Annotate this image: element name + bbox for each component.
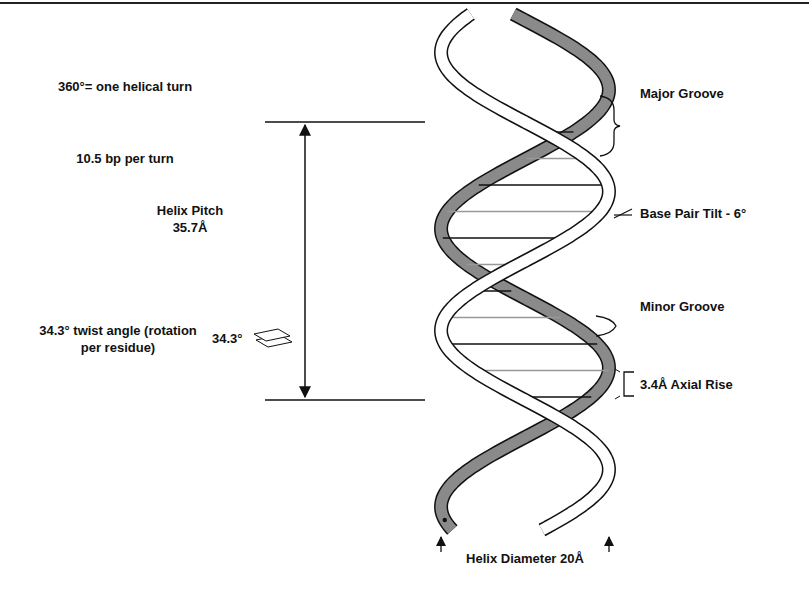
base-pair <box>447 211 600 212</box>
base-pair <box>445 317 561 318</box>
turn-note: 10.5 bp per turn <box>40 150 210 167</box>
angle-label: 34.3° <box>212 330 243 347</box>
base-pair <box>479 184 608 185</box>
reference-line <box>265 121 425 122</box>
twist-note: 34.3° twist angle (rotation per residue) <box>28 322 208 356</box>
double-helix <box>441 14 609 530</box>
turn-note: 360°= one helical turn <box>40 78 210 95</box>
top-rule <box>0 2 809 4</box>
pitch-label: Helix Pitch 35.7Å <box>140 202 240 236</box>
twist-angle-icon <box>254 329 292 347</box>
strand-outline <box>441 14 609 530</box>
tilt-label: Base Pair Tilt - 6° <box>640 205 746 222</box>
diameter-label: Helix Diameter 20Å <box>465 550 585 567</box>
diameter-arrows <box>441 537 609 552</box>
light-strand <box>441 14 609 530</box>
tilt-marker <box>614 209 632 218</box>
reference-line <box>265 399 425 400</box>
strand-dot <box>443 518 447 522</box>
minor-groove-bracket <box>596 316 616 336</box>
strand-outline <box>441 14 609 530</box>
pitch-arrow <box>304 125 306 397</box>
groove-label: Major Groove <box>640 85 730 102</box>
axial-rise-bracket <box>624 372 634 396</box>
major-groove-bracket <box>600 96 620 156</box>
groove-label: Minor Groove <box>640 298 730 315</box>
axial-rise-ticks <box>615 369 620 399</box>
base-pair <box>473 370 609 371</box>
base-pair <box>445 343 597 344</box>
dark-strand <box>441 14 609 530</box>
base-pair <box>443 237 567 238</box>
rise-label: 3.4Å Axial Rise <box>640 376 733 393</box>
